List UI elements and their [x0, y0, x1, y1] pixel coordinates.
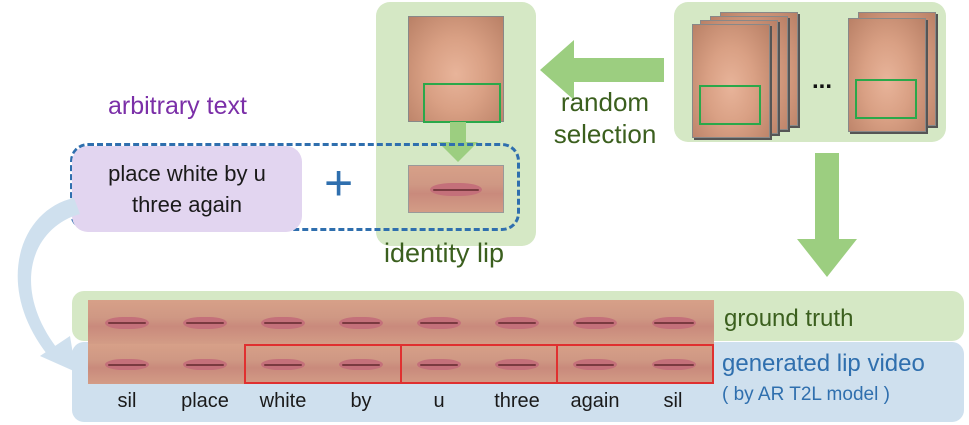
ellipsis-text: ... [812, 67, 833, 94]
frame-label: again [570, 390, 620, 412]
lip-shape [495, 316, 539, 330]
lip-shape [105, 359, 149, 371]
random-label-line1: random [560, 87, 650, 117]
generated-strip [88, 344, 714, 384]
gt-frame [88, 300, 166, 344]
lip-shape [261, 316, 305, 330]
frame-label: place [181, 390, 229, 412]
lip-shape [573, 359, 617, 371]
lip-shape [417, 316, 461, 330]
gt-frame [634, 300, 714, 344]
plus-symbol: + [324, 155, 354, 211]
gt-frame [244, 300, 322, 344]
lip-region-box [699, 85, 761, 125]
lip-shape [495, 359, 539, 371]
source-frame [848, 18, 926, 132]
frame-label: white [259, 390, 307, 412]
highlight-divider [400, 344, 402, 384]
lip-shape [651, 359, 697, 371]
selected-face-frame [408, 16, 504, 123]
frame-label: sil [117, 390, 137, 412]
frame-label: three [494, 390, 540, 412]
gt-frame [166, 300, 244, 344]
lip-region-box [855, 79, 917, 119]
gen-frame [556, 344, 634, 384]
lip-shape [261, 359, 305, 371]
gen-frame [400, 344, 478, 384]
down-arrow-right [797, 153, 857, 277]
lip-shape [183, 359, 227, 371]
gen-frame [478, 344, 556, 384]
source-frames-group: ... [692, 12, 952, 142]
curved-arrow [17, 198, 80, 372]
lip-shape [339, 359, 383, 371]
gen-frame [634, 344, 714, 384]
generated-label: generated lip video [722, 350, 925, 377]
text-line2: three again [131, 192, 243, 217]
frame-label: sil [663, 390, 683, 412]
lip-region-box [423, 83, 501, 123]
gt-frame [400, 300, 478, 344]
lip-shape [417, 359, 461, 371]
generated-sublabel: ( by AR T2L model ) [722, 384, 890, 405]
frame-label: u [433, 390, 445, 412]
gt-frame [556, 300, 634, 344]
source-frame [692, 24, 770, 138]
ground-truth-label: ground truth [724, 305, 854, 332]
highlight-divider [556, 344, 558, 384]
text-line1: place white by u [108, 161, 266, 186]
gt-frame [478, 300, 556, 344]
generated-highlight-box [244, 344, 714, 384]
arbitrary-text-label: arbitrary text [108, 92, 247, 120]
gen-frame [244, 344, 322, 384]
gen-frame [166, 344, 244, 384]
lip-shape [183, 316, 227, 330]
gen-frame [322, 344, 400, 384]
random-selection-arrow [540, 40, 664, 100]
lip-shape [105, 316, 149, 330]
gt-frame [322, 300, 400, 344]
lip-shape [573, 316, 617, 330]
text-input-box: place white by u three again [72, 146, 302, 232]
lip-shape [429, 183, 483, 197]
ground-truth-strip [88, 300, 714, 344]
random-selection-label: random selection [550, 86, 660, 150]
lip-shape [339, 316, 383, 330]
identity-lip-crop [408, 165, 504, 213]
identity-lip-label: identity lip [384, 238, 505, 268]
lip-shape [651, 316, 697, 330]
frame-label: by [350, 390, 372, 412]
gen-frame [88, 344, 166, 384]
input-dashed-box [70, 143, 520, 231]
identity-down-arrow [438, 122, 478, 162]
random-label-line2: selection [553, 119, 657, 149]
